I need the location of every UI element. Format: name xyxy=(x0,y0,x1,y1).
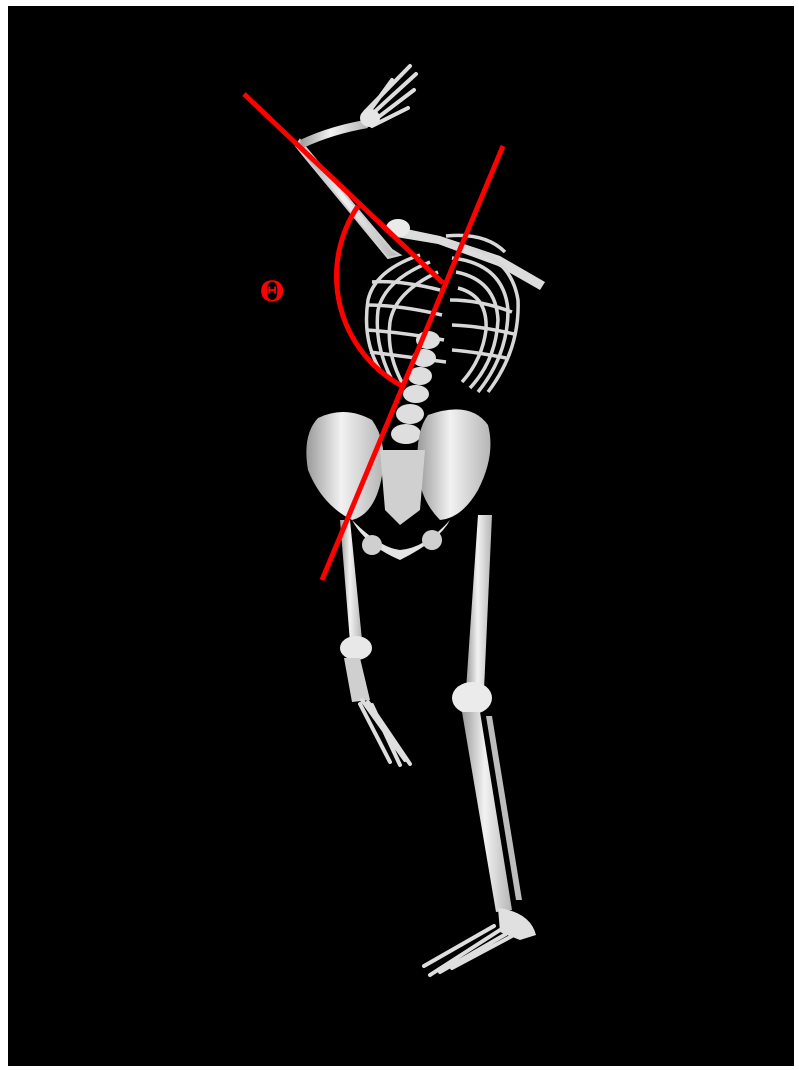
rib-cage xyxy=(366,235,518,392)
angle-theta-label: Θ xyxy=(260,278,284,306)
upper-arm-line xyxy=(244,94,443,283)
leg xyxy=(424,515,536,975)
